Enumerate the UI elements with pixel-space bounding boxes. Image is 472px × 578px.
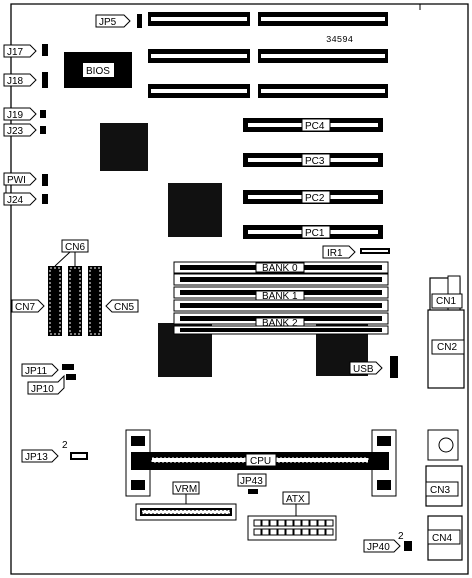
pc3-label: PC3	[305, 156, 325, 167]
isa-slots-right	[258, 12, 388, 98]
memory-bank-0: BANK 0	[173, 261, 389, 274]
cn2-connector: CN2	[427, 309, 465, 389]
pc2-label: PC2	[305, 193, 325, 204]
ir1-header: IR1	[322, 245, 390, 259]
memory-bank-0b	[173, 273, 389, 286]
j24-label: J24	[7, 195, 24, 206]
cn6-label: CN6	[65, 242, 85, 253]
j23-header: J23	[3, 123, 46, 137]
memory-bank-2: BANK 2	[173, 312, 389, 329]
pci-slot-pc2: PC2	[243, 190, 383, 204]
isa-slots-left	[148, 12, 250, 98]
jp40-jumper: 2 JP40	[363, 531, 412, 553]
j18-header: J18	[3, 72, 48, 88]
cn2-label: CN2	[437, 342, 457, 353]
jp10-jumper: JP10	[27, 374, 76, 395]
j18-label: J18	[7, 76, 24, 87]
j19-label: J19	[7, 110, 24, 121]
memory-bank-1b	[173, 299, 389, 312]
chipset-upper	[100, 123, 148, 171]
ir1-label: IR1	[327, 248, 343, 259]
pwi-label: PWI	[7, 175, 26, 186]
cn3-connector: CN3	[425, 465, 463, 507]
bank1-label: BANK 1	[262, 291, 298, 302]
jp40-label: JP40	[367, 542, 390, 553]
jp13-pin-label: 2	[62, 440, 68, 451]
cn7-label: CN7	[15, 302, 35, 313]
bios-label: BIOS	[86, 66, 110, 77]
ps2-connector	[427, 429, 459, 461]
atx-connector: ATX	[247, 491, 337, 541]
chipset-middle	[168, 183, 222, 237]
cn6-label-group: CN6	[54, 239, 89, 267]
vrm-label: VRM	[175, 484, 197, 495]
j17-label: J17	[7, 47, 24, 58]
memory-bank-2b	[173, 325, 389, 335]
cn1-label: CN1	[436, 296, 456, 307]
jp13-label: JP13	[25, 452, 48, 463]
j23-label: J23	[7, 126, 24, 137]
cn5-label: CN5	[114, 302, 134, 313]
j24-header: J24	[3, 192, 48, 206]
cpu-label: CPU	[250, 456, 271, 467]
jp43-jumper: JP43	[237, 473, 267, 494]
jp40-pin-label: 2	[398, 531, 404, 542]
jp5-jumper: JP5	[95, 14, 142, 28]
part-number: 34594	[326, 35, 353, 45]
pci-slot-pc4: PC4	[243, 118, 383, 132]
bios-chip: BIOS	[64, 52, 132, 88]
jp43-label: JP43	[240, 476, 263, 487]
pc1-label: PC1	[305, 228, 325, 239]
jp10-label: JP10	[31, 384, 54, 395]
board-edge-notch	[5, 4, 421, 201]
atx-label: ATX	[286, 494, 305, 505]
memory-bank-1: BANK 1	[173, 286, 389, 302]
usb-label: USB	[353, 364, 374, 375]
jp13-jumper: 2 JP13	[21, 440, 88, 463]
jp11-label: JP11	[25, 366, 47, 377]
board-outline	[10, 3, 469, 575]
usb-header: USB	[349, 356, 398, 378]
cpu-slot: CPU	[125, 429, 397, 497]
pci-slot-pc1: PC1	[243, 225, 383, 239]
cn5-header: CN5	[88, 266, 139, 336]
pc4-label: PC4	[305, 121, 325, 132]
j17-header: J17	[3, 44, 48, 58]
cn4-label: CN4	[432, 533, 452, 544]
cn4-connector: CN4	[427, 515, 463, 561]
bank2-label: BANK 2	[262, 318, 298, 329]
pwi-header: PWI	[3, 172, 48, 186]
vrm-connector: VRM	[135, 481, 237, 521]
bank0-label: BANK 0	[262, 263, 298, 274]
pci-slot-pc3: PC3	[243, 153, 383, 167]
jp11-jumper: JP11	[21, 363, 74, 377]
j19-header: J19	[3, 107, 46, 121]
cn7-header: CN7	[11, 266, 62, 336]
cn6-header	[68, 266, 82, 336]
jp5-label: JP5	[99, 17, 117, 28]
cn3-label: CN3	[430, 485, 450, 496]
